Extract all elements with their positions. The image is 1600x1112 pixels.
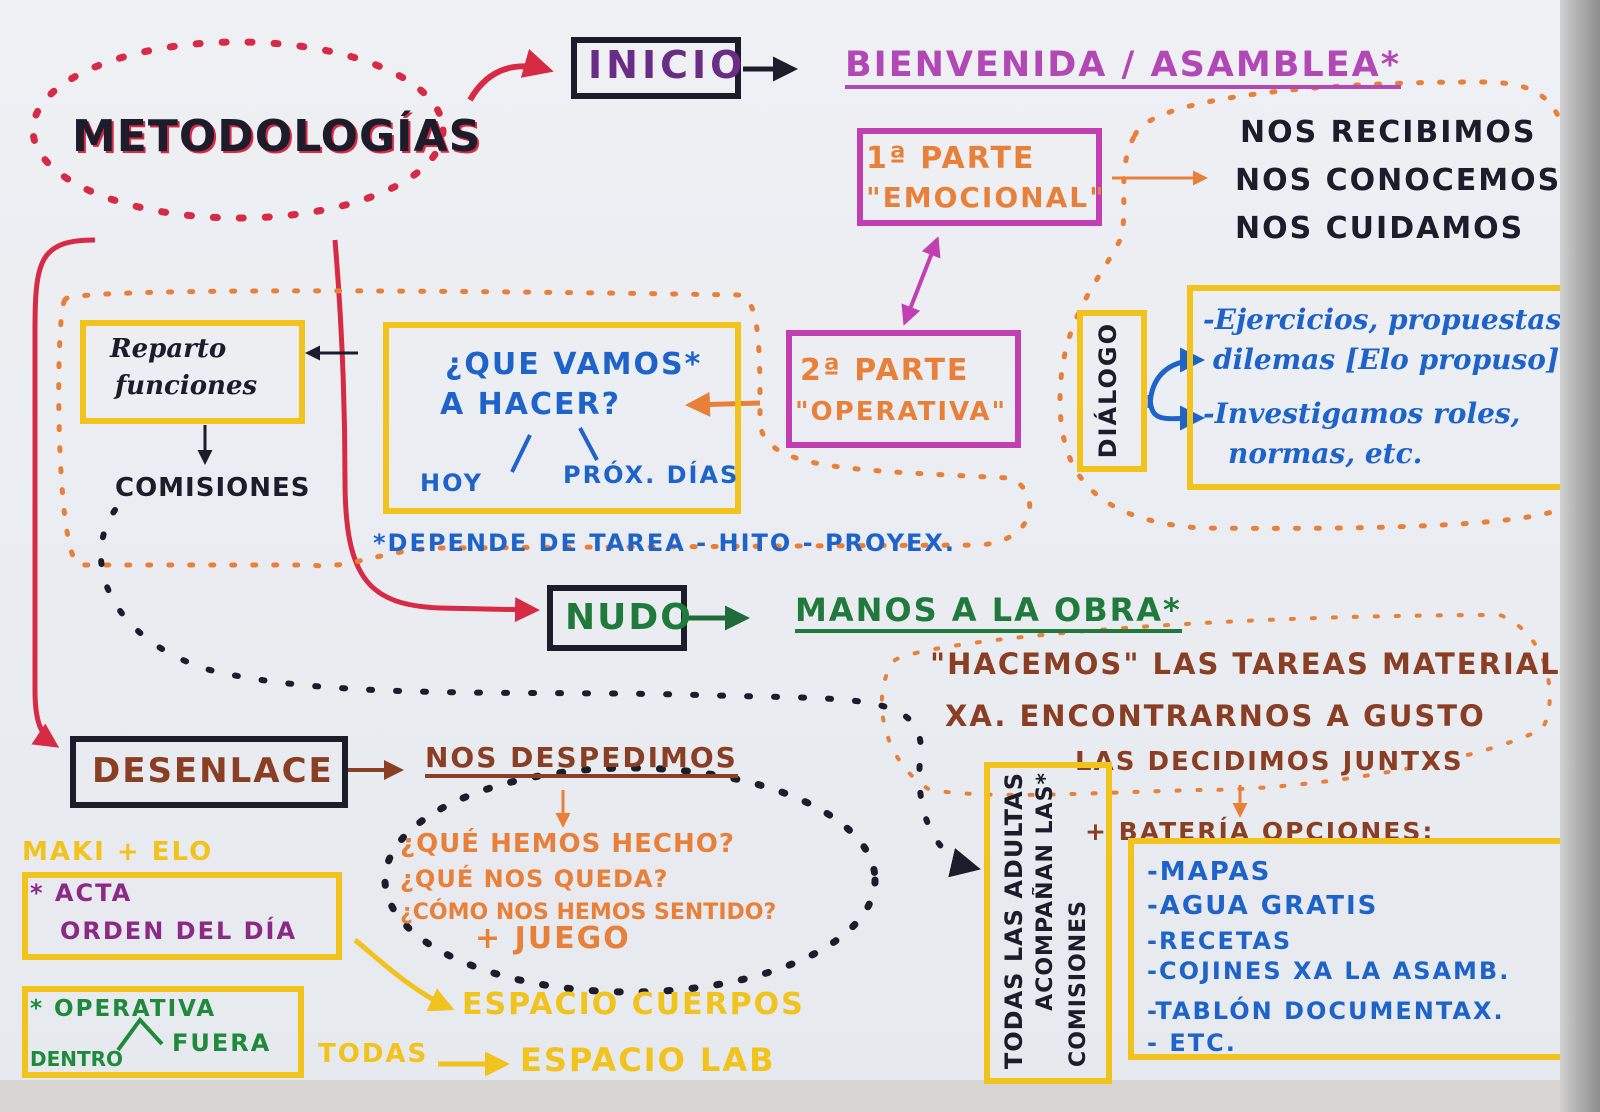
dialogo-item-3: -Investigamos roles, bbox=[1203, 397, 1521, 430]
maki-elo-label: MAKI + ELO bbox=[22, 837, 214, 867]
acta-box bbox=[22, 872, 342, 960]
reparto-line2: funciones bbox=[115, 371, 258, 401]
dotted-ellipse-questions bbox=[381, 764, 879, 996]
desenlace-box bbox=[70, 736, 348, 808]
option-etc: - ETC. bbox=[1147, 1029, 1237, 1057]
reparto-box bbox=[80, 320, 305, 424]
parte2-line1: 2ª PARTE bbox=[800, 353, 970, 388]
nudo-text-2: XA. ENCONTRARNOS A GUSTO bbox=[945, 699, 1486, 733]
dialogo-box bbox=[1077, 310, 1147, 472]
operativa-line1: * OPERATIVA bbox=[30, 996, 217, 1022]
emotional-item-3: NOS CUIDAMOS bbox=[1235, 211, 1525, 246]
split-line-right bbox=[578, 427, 599, 461]
orange-dotted-cloud-main bbox=[56, 288, 1033, 569]
nudo-label: NUDO bbox=[565, 597, 693, 638]
when-next-days: PRÓX. DÍAS bbox=[563, 461, 740, 489]
bienvenida-label: BIENVENIDA / ASAMBLEA* bbox=[845, 45, 1401, 90]
arrow-parte1-parte2 bbox=[901, 236, 941, 326]
arrow-acta-cuerpos bbox=[353, 938, 455, 1012]
espacio-cuerpos-label: ESPACIO CUERPOS bbox=[462, 987, 805, 1022]
juego-label: + JUEGO bbox=[475, 921, 631, 956]
manos-label: MANOS A LA OBRA* bbox=[795, 592, 1182, 633]
dialogo-item-1: -Ejercicios, propuestas, bbox=[1203, 303, 1572, 336]
dialogo-item-2: dilemas [Elo propuso] bbox=[1213, 343, 1560, 376]
question-sentido: ¿CÓMO NOS HEMOS SENTIDO? bbox=[400, 900, 777, 925]
todas-vertical-box bbox=[984, 762, 1112, 1084]
option-mapas: -MAPAS bbox=[1147, 857, 1272, 887]
question-line1: ¿QUE VAMOS* bbox=[445, 347, 703, 382]
option-tablon: -TABLÓN DOCUMENTAX. bbox=[1147, 997, 1505, 1025]
question-hecho: ¿QUÉ HEMOS HECHO? bbox=[400, 829, 735, 859]
arrow-title-to-nudo bbox=[332, 239, 540, 623]
nudo-box bbox=[547, 585, 687, 651]
arrow-parte2-question bbox=[685, 391, 761, 417]
parte2-box bbox=[786, 330, 1021, 448]
orange-dotted-cloud-right bbox=[1057, 79, 1578, 531]
espacio-lab-label: ESPACIO LAB bbox=[520, 1041, 776, 1079]
emotional-item-2: NOS CONOCEMOS bbox=[1235, 163, 1562, 198]
parte1-line2: "EMOCIONAL" bbox=[866, 181, 1106, 214]
operativa-box bbox=[22, 986, 304, 1078]
nudo-text-3: LAS DECIDIMOS JUNTXS bbox=[1075, 747, 1464, 777]
dialogo-item-4: normas, etc. bbox=[1228, 437, 1423, 470]
dialogo-items-box bbox=[1187, 285, 1572, 490]
inicio-box bbox=[571, 37, 741, 99]
depende-note: *DEPENDE DE TAREA - HITO - PROYEX. bbox=[373, 529, 956, 557]
dotted-comisiones-to-todas bbox=[98, 507, 981, 878]
comisiones-label: COMISIONES bbox=[115, 473, 311, 503]
despedimos-label: NOS DESPEDIMOS bbox=[425, 741, 738, 779]
acta-line2: ORDEN DEL DÍA bbox=[60, 917, 298, 945]
operativa-dentro: DENTRO bbox=[30, 1047, 124, 1071]
dialogo-label: DIÁLOGO bbox=[1094, 322, 1122, 459]
acta-line1: * ACTA bbox=[30, 879, 133, 907]
page-title: METODOLOGÍAS bbox=[72, 111, 482, 162]
emotional-item-1: NOS RECIBIMOS bbox=[1240, 115, 1537, 150]
question-box bbox=[383, 322, 741, 514]
nudo-text-1: "HACEMOS" LAS TAREAS MATERIALES bbox=[930, 647, 1600, 681]
arrow-title-to-desenlace bbox=[31, 237, 96, 748]
split-line-left bbox=[510, 434, 532, 473]
title-dotted-cloud bbox=[29, 38, 447, 222]
todas-vertical-3: COMISIONES bbox=[1066, 900, 1091, 1067]
operativa-fuera: FUERA bbox=[172, 1029, 272, 1057]
option-agua: -AGUA GRATIS bbox=[1147, 891, 1379, 921]
parte1-box bbox=[857, 128, 1102, 226]
parte2-line2: "OPERATIVA" bbox=[795, 397, 1008, 427]
question-queda: ¿QUÉ NOS QUEDA? bbox=[400, 865, 669, 893]
arrow-title-to-inicio bbox=[467, 48, 554, 102]
desenlace-label: DESENLACE bbox=[92, 751, 334, 791]
when-today: HOY bbox=[420, 469, 484, 497]
orange-dotted-cloud-nudo bbox=[879, 612, 1552, 797]
todas-vertical-1: TODAS LAS ADULTAS bbox=[1000, 772, 1028, 1070]
option-recetas: -RECETAS bbox=[1147, 927, 1293, 955]
inicio-label: INICIO bbox=[588, 43, 747, 87]
todas-label: TODAS bbox=[318, 1039, 429, 1069]
parte1-line1: 1ª PARTE bbox=[866, 141, 1036, 176]
option-cojines: -COJINES XA LA ASAMB. bbox=[1147, 957, 1511, 985]
caret-dentro-fuera bbox=[116, 1016, 164, 1052]
question-line2: A HACER? bbox=[440, 387, 621, 422]
reparto-line1: Reparto bbox=[110, 334, 227, 364]
todas-vertical-2: ACOMPAÑAN LAS* bbox=[1033, 772, 1058, 1011]
